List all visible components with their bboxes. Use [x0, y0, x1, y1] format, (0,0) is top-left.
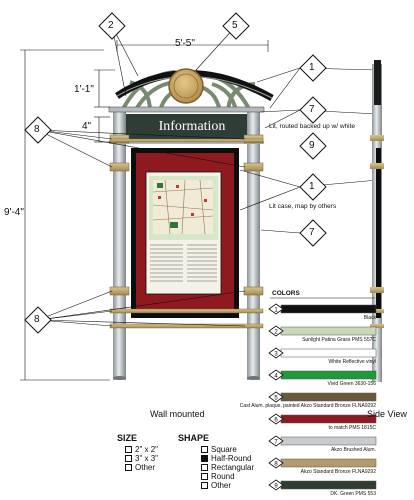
- shape-option[interactable]: Other: [201, 481, 254, 490]
- color-swatch: [280, 436, 377, 446]
- case-note: Lit case, map by others: [269, 203, 337, 210]
- shape-option[interactable]: Rectangular: [201, 463, 254, 472]
- swatch-label: DK. Green PMS 553: [330, 491, 376, 497]
- post-band: [109, 162, 130, 172]
- callout-9: 9: [309, 140, 315, 151]
- swatch-number: 7: [274, 440, 278, 446]
- swatch-number-diamond: [268, 413, 284, 425]
- shape-checkbox[interactable]: [201, 446, 208, 453]
- callout-7: 7: [309, 227, 315, 238]
- size-option[interactable]: 2" x 2": [125, 445, 158, 454]
- size-option-label: 3" x 3": [135, 454, 159, 463]
- swatch-number-diamond: [268, 325, 284, 337]
- height-dimension: 9'-4": [4, 207, 24, 218]
- shape-option-label: Square: [211, 445, 237, 454]
- swatch-label: Vivid Green 3630-156: [327, 381, 376, 387]
- swatch-number: 6: [274, 418, 278, 424]
- swatch-label: Akzo Standard Bronze FLNA9292: [300, 469, 376, 475]
- shape-checkbox[interactable]: [201, 482, 208, 489]
- callout-8: 8: [34, 124, 40, 135]
- swatch-number-diamond: [268, 391, 284, 403]
- shape-checkbox[interactable]: [201, 455, 208, 462]
- swatch-number: 3: [274, 352, 278, 358]
- side-view-caption: Side View: [367, 409, 407, 419]
- swatch-label: White Reflective vinyl: [328, 359, 376, 365]
- swatch-label: to match PMS 1815C: [328, 425, 376, 431]
- callout-diamonds: [24, 12, 327, 334]
- callout-1: 1: [309, 181, 315, 192]
- color-swatch: [280, 392, 377, 402]
- swatch-number: 4: [274, 374, 278, 380]
- color-swatch: [280, 326, 377, 336]
- sign-header-text: Information: [158, 119, 226, 134]
- size-checkbox[interactable]: [125, 446, 132, 453]
- swatch-number-diamond: [268, 457, 284, 469]
- shape-option-label: Rectangular: [211, 463, 255, 472]
- swatch-number: 9: [274, 484, 278, 490]
- callout-2: 2: [108, 20, 114, 31]
- shape-option-label: Half-Round: [211, 454, 252, 463]
- swatch-number-diamond: [268, 303, 284, 315]
- shape-checkbox[interactable]: [201, 473, 208, 480]
- routed-note: Lit, routed backed up w/ white: [269, 123, 355, 130]
- color-legend: 1 2 3 4 5 6 7 8 9: [268, 303, 377, 491]
- side-view: [370, 60, 384, 382]
- size-option-label: Other: [135, 463, 156, 472]
- post-band: [243, 162, 264, 172]
- post-band: [243, 286, 264, 296]
- shape-title: SHAPE: [178, 433, 210, 443]
- shape-option[interactable]: Square: [201, 445, 254, 454]
- swatch-number-diamond: [268, 369, 284, 381]
- swatch-number: 8: [274, 462, 278, 468]
- size-title: SIZE: [117, 433, 138, 443]
- swatch-label: Cast Alum. plaque, painted Akzo Standard…: [239, 403, 376, 409]
- shape-option-label: Round: [211, 472, 235, 481]
- color-swatch: [280, 370, 377, 380]
- swatch-label: Black: [363, 315, 376, 321]
- size-option[interactable]: Other: [125, 463, 158, 472]
- callout-5: 5: [232, 20, 238, 31]
- callout-7: 7: [309, 104, 315, 115]
- shape-option-label: Other: [211, 481, 232, 490]
- swatch-label: Sunlight Patina Grass PMS 557C: [302, 337, 376, 343]
- shape-option[interactable]: Round: [201, 472, 254, 481]
- swatch-number-diamond: [268, 479, 284, 491]
- left-post: [113, 112, 126, 380]
- color-swatch: [280, 348, 377, 358]
- right-post: [247, 112, 260, 380]
- swatch-label: Akzo Brushed Alum.: [330, 447, 376, 453]
- shape-checkbox[interactable]: [201, 464, 208, 471]
- callout-8: 8: [34, 314, 40, 325]
- band-dimension: 4": [82, 121, 92, 132]
- color-swatch: [280, 480, 377, 490]
- color-swatch: [280, 304, 377, 314]
- shape-option[interactable]: Half-Round: [201, 454, 254, 463]
- size-checkbox[interactable]: [125, 464, 132, 471]
- size-options: 2" x 2"3" x 3"Other: [125, 445, 158, 472]
- size-option[interactable]: 3" x 3": [125, 454, 158, 463]
- colors-title: COLORS: [272, 290, 300, 297]
- crossbar: [109, 138, 264, 143]
- swatch-number-diamond: [268, 435, 284, 447]
- color-swatch: [280, 458, 377, 468]
- front-view-caption: Wall mounted: [150, 409, 205, 419]
- swatch-number-diamond: [268, 347, 284, 359]
- size-option-label: 2" x 2": [135, 445, 159, 454]
- color-swatch: [280, 414, 377, 424]
- swatch-number: 1: [274, 308, 278, 314]
- arch-dimension: 1'-1": [74, 84, 94, 95]
- dimension-lines: [20, 40, 269, 381]
- size-checkbox[interactable]: [125, 455, 132, 462]
- callout-1: 1: [309, 62, 315, 73]
- swatch-number: 5: [274, 396, 278, 402]
- post-band: [109, 286, 130, 296]
- swatch-number: 2: [274, 330, 278, 336]
- crossbar: [109, 308, 264, 314]
- width-dimension: 5'-5": [175, 38, 195, 49]
